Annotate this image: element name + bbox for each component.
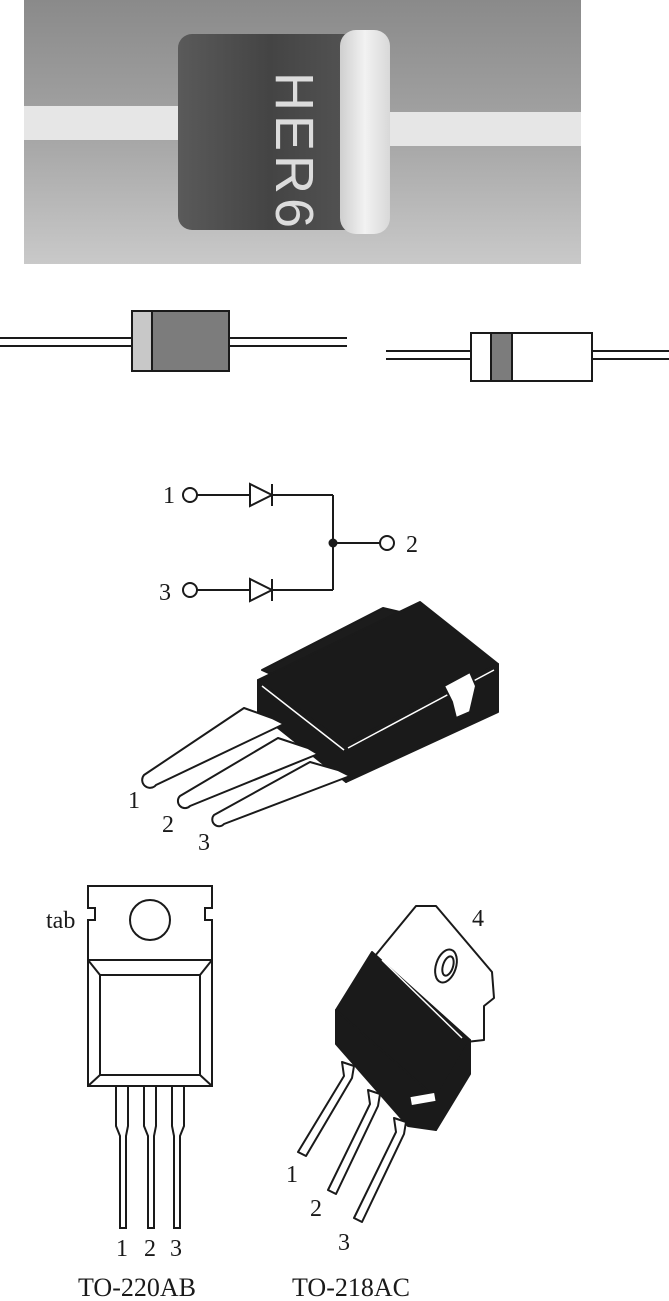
to220ab-tab-label: tab: [46, 908, 75, 934]
to218ac-body-side: [435, 1039, 471, 1131]
terminal-1: [182, 487, 198, 503]
to218ac-pin-2: 2: [310, 1196, 322, 1222]
axial-body-white: [470, 332, 593, 382]
schematic-pin-2: 2: [406, 532, 418, 558]
photo-lead-right: [384, 112, 581, 146]
dual-diode-schematic: [182, 482, 395, 603]
to218ac-leads: [297, 1061, 407, 1223]
axial-diode-outline-2: [386, 332, 669, 382]
diode-symbol-bottom: [249, 577, 275, 603]
to220ab-pin-1: 1: [116, 1236, 128, 1262]
axial-diode-outline-1: [0, 310, 347, 372]
photo-lead-left: [24, 106, 184, 140]
to247-pin-3: 3: [198, 830, 210, 856]
to220ab-package: [87, 885, 213, 1229]
to247-package: [141, 601, 499, 828]
to218ac-pin-3: 3: [338, 1230, 350, 1256]
schematic-pin-3: 3: [159, 580, 171, 606]
schematic-pin-1: 1: [163, 483, 175, 509]
to220ab-mount-hole: [129, 899, 171, 941]
photo-cathode-band: [340, 30, 390, 234]
diode-symbol-top: [249, 482, 275, 508]
to220ab-pin-3: 3: [170, 1236, 182, 1262]
to218ac-package: [297, 905, 495, 1223]
to220ab-caption: TO-220AB: [78, 1273, 196, 1301]
to247-pin-2: 2: [162, 812, 174, 838]
to247-pin-1: 1: [128, 788, 140, 814]
to218ac-label-notch: [408, 1090, 438, 1108]
diode-photo: HER6: [24, 0, 581, 264]
photo-diode-body: [178, 34, 362, 230]
axial-band-light: [131, 310, 153, 372]
to220ab-leads: [115, 1085, 185, 1229]
terminal-2: [379, 535, 395, 551]
axial-band-dark: [490, 332, 513, 382]
to218ac-pin-1: 1: [286, 1162, 298, 1188]
to220ab-pin-2: 2: [144, 1236, 156, 1262]
terminal-3: [182, 582, 198, 598]
photo-marking: HER6: [264, 72, 324, 232]
to247-leads: [141, 707, 351, 828]
to218ac-caption: TO-218AC: [292, 1273, 410, 1301]
to218ac-tab-pin: 4: [472, 906, 484, 932]
